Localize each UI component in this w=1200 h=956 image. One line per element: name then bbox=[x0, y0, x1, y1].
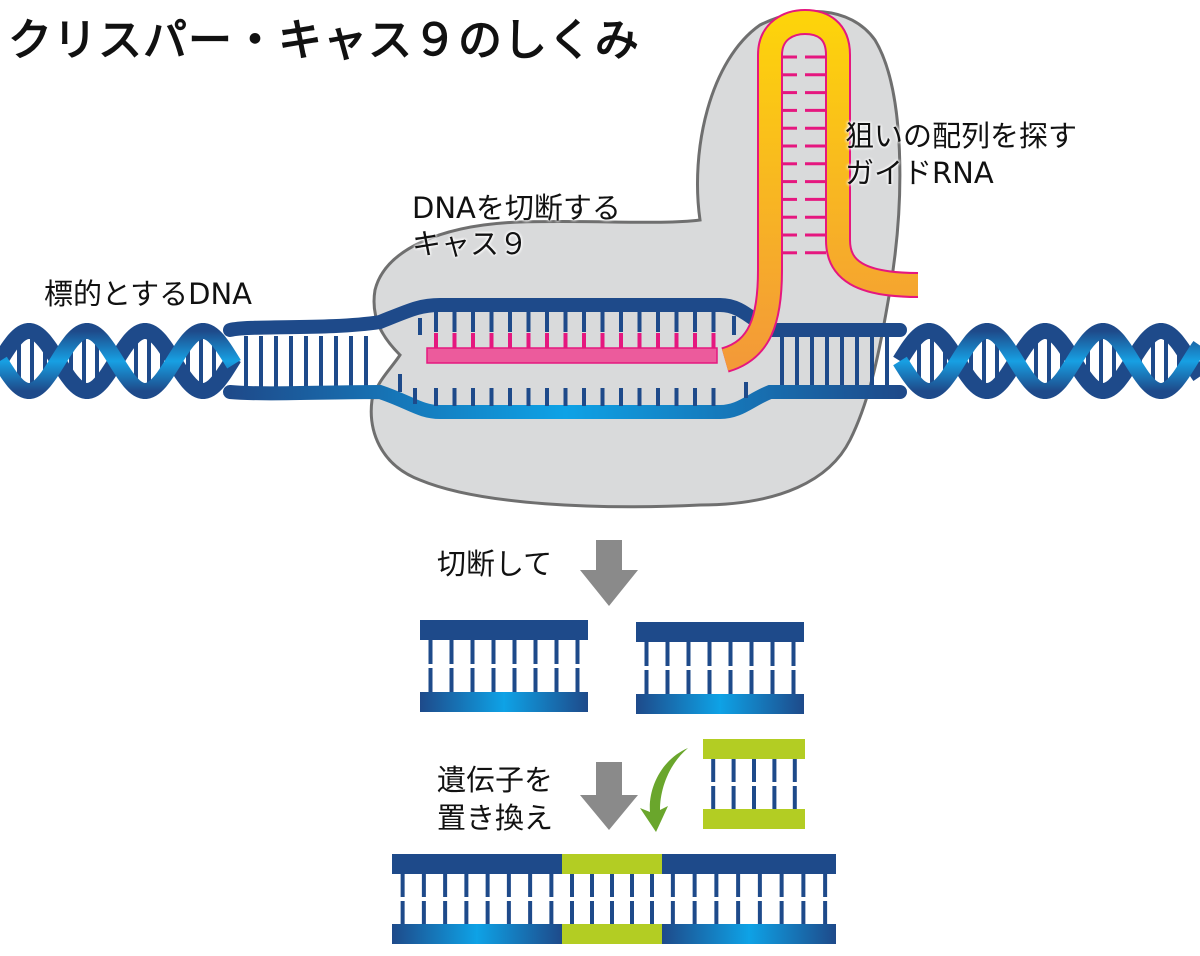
label-guide-rna-line2: ガイドRNA bbox=[845, 156, 994, 190]
dna-helix-left bbox=[0, 323, 241, 399]
dna-top-strand-open bbox=[223, 298, 907, 337]
dna-bases-open bbox=[398, 312, 748, 406]
strand-top bbox=[562, 854, 662, 874]
label-cas9-line2: キャス９ bbox=[412, 227, 529, 261]
rna-strand bbox=[426, 347, 718, 364]
label-cas9-line1: DNAを切断する bbox=[412, 191, 621, 225]
green-curved-arrow bbox=[640, 748, 688, 832]
strand-bottom bbox=[420, 692, 588, 712]
label-cut: 切断して bbox=[437, 547, 553, 581]
label-guide-rna-line1: 狙いの配列を探す bbox=[845, 119, 1078, 153]
label-replace-line2: 置き換え bbox=[437, 801, 554, 835]
strand-bottom bbox=[703, 809, 805, 829]
dna-bottom-strand-open bbox=[223, 384, 907, 419]
strand-bottom bbox=[662, 924, 836, 944]
new-gene-fragment bbox=[703, 739, 805, 829]
dna-ladder-left bbox=[244, 336, 889, 387]
diagram-title: クリスパー・キャス９のしくみ bbox=[8, 15, 640, 66]
backbone-strand bbox=[893, 323, 1200, 399]
rna-dna-pairing bbox=[434, 333, 716, 348]
strand-bottom bbox=[636, 694, 804, 714]
cut-dna-fragment-right bbox=[636, 622, 804, 714]
strand-top bbox=[703, 739, 805, 759]
down-arrow-cut bbox=[580, 540, 638, 606]
label-replace-line1: 遺伝子を bbox=[437, 763, 554, 797]
guide-rna-stem-bases bbox=[782, 55, 826, 255]
backbone-strand bbox=[893, 323, 1200, 399]
strand-top bbox=[662, 854, 836, 874]
strand-bottom bbox=[392, 924, 562, 944]
strand-top bbox=[392, 854, 562, 874]
backbone-strand bbox=[0, 323, 241, 399]
label-target-dna: 標的とするDNA bbox=[44, 277, 252, 311]
strand-top bbox=[420, 620, 588, 640]
dna-helix-right bbox=[893, 323, 1200, 399]
edited-dna bbox=[392, 854, 836, 944]
cut-dna-fragment-left bbox=[420, 620, 588, 712]
strand-bottom bbox=[562, 924, 662, 944]
down-arrow-replace bbox=[580, 762, 638, 830]
strand-top bbox=[636, 622, 804, 642]
